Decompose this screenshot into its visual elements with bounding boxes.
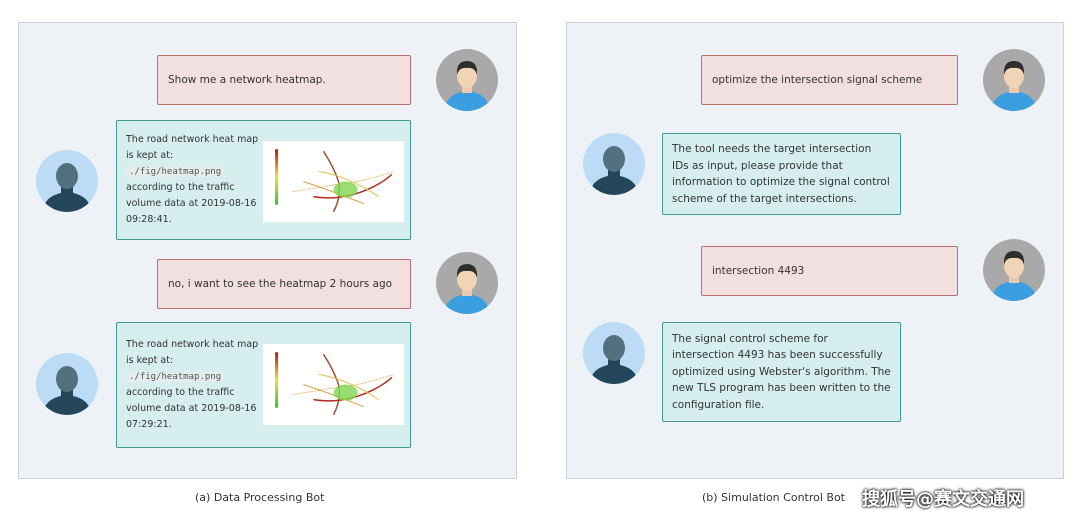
caption-right: (b) Simulation Control Bot	[702, 491, 845, 504]
bot-avatar	[36, 353, 98, 415]
bot-avatar	[583, 133, 645, 195]
watermark: 搜狐号@赛文交通网	[862, 489, 1024, 510]
message-text: according to the traffic volume data at …	[126, 182, 257, 225]
user-message: Show me a network heatmap.	[157, 55, 411, 105]
message-text: intersection 4493	[712, 264, 805, 277]
user-message: optimize the intersection signal scheme	[701, 55, 958, 105]
caption-left: (a) Data Processing Bot	[195, 491, 325, 504]
message-text: The signal control scheme for intersecti…	[672, 332, 891, 411]
message-text: The road network heat map is kept at:	[126, 134, 259, 161]
user-avatar	[436, 49, 498, 111]
file-path: ./fig/heatmap.png	[126, 372, 225, 382]
bot-message: The signal control scheme for intersecti…	[662, 322, 901, 422]
message-text: no, i want to see the heatmap 2 hours ag…	[168, 277, 393, 290]
heatmap-image	[263, 141, 404, 222]
user-message: intersection 4493	[701, 246, 958, 296]
file-path: ./fig/heatmap.png	[126, 167, 225, 177]
message-text: The road network heat map is kept at:	[126, 339, 259, 366]
bot-avatar	[583, 322, 645, 384]
message-text: optimize the intersection signal scheme	[712, 73, 923, 86]
bot-message: The tool needs the target intersection I…	[662, 133, 901, 215]
user-avatar	[983, 49, 1045, 111]
user-avatar	[983, 239, 1045, 301]
user-avatar	[436, 252, 498, 314]
message-text: according to the traffic volume data at …	[126, 387, 257, 430]
user-message: no, i want to see the heatmap 2 hours ag…	[157, 259, 411, 309]
heatmap-image	[263, 344, 404, 425]
message-text: The tool needs the target intersection I…	[672, 143, 890, 205]
bot-avatar	[36, 150, 98, 212]
message-text: Show me a network heatmap.	[168, 73, 326, 86]
